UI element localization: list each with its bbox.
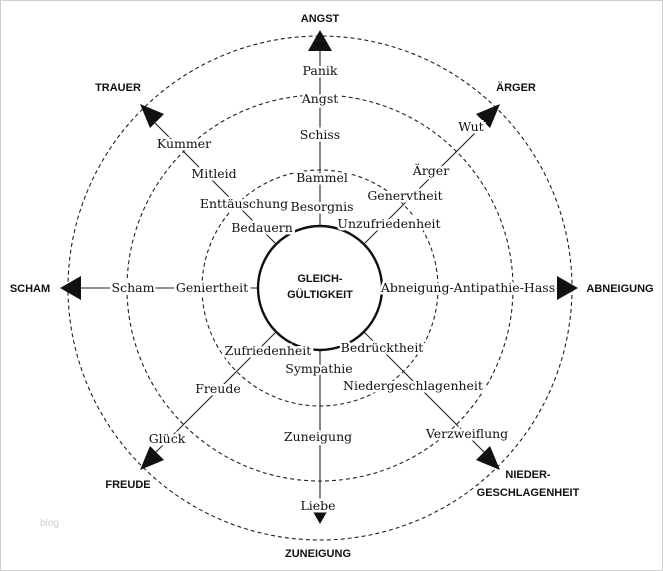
label-wut: Wut [458,119,483,134]
label-zuneigung: Zuneigung [284,429,352,444]
arrow-bottom-right [476,446,500,470]
arrow-top-left [140,104,164,128]
label-angst: Angst [301,91,339,106]
label-panik: Panik [303,63,338,78]
arrow-left [60,276,81,300]
label-enttaeuschung: Enttäuschung [200,196,288,211]
center-label-line1: GLEICH- [297,273,343,285]
label-sympathie: Sympathie [285,361,352,376]
label-schiss: Schiss [300,127,340,142]
watermark: blog [40,518,59,529]
spoke-bottom-left [151,331,277,457]
pole-label-nieder: NIEDER- [505,469,551,481]
pole-label-freude: FREUDE [105,479,150,491]
label-bedauern: Bedauern [231,220,293,235]
arrow-top-right [476,104,500,128]
pole-label-trauer: TRAUER [95,82,141,94]
arrow-top [308,30,332,51]
label-unzufriedenheit: Unzufriedenheit [337,216,440,231]
label-verzweiflung: Verzweiflung [425,426,508,441]
label-besorgnis: Besorgnis [291,199,354,214]
label-freude: Freude [195,381,241,396]
pole-label-abneigung: ABNEIGUNG [586,283,653,295]
label-aerger: Ärger [412,162,449,178]
label-liebe: Liebe [300,498,335,513]
spoke-bottom-right [363,331,489,457]
label-zufriedenheit: Zufriedenheit [225,343,312,358]
center-label-line2: GÜLTIGKEIT [287,288,353,301]
arrow-bottom [308,503,332,524]
center-circle [256,224,384,352]
label-kummer: Kummer [157,136,211,151]
arrow-right [557,276,578,300]
label-genervtheit: Genervtheit [367,188,442,203]
label-niedergeschlagenheit: Niedergeschlagenheit [343,378,483,393]
label-glueck: Glück [149,431,186,446]
pole-label-zuneigung: ZUNEIGUNG [285,548,351,560]
label-abneigung-antipathie-hass: Abneigung-Antipathie-Hass [380,280,555,295]
emotion-labels: Panik Angst Schiss Bammel Besorgnis Wut … [109,61,558,516]
pole-label-geschlagenheit: GESCHLAGENHEIT [477,487,580,499]
spoke-top-left [151,119,277,245]
arrow-bottom-left [140,446,164,470]
spoke-top-right [363,119,489,245]
label-mitleid: Mitleid [191,166,236,181]
label-bedruecktheit: Bedrücktheit [341,340,424,355]
label-geniertheit: Geniertheit [176,280,248,295]
label-bammel: Bammel [296,170,348,185]
pole-label-angst: ANGST [301,13,340,25]
label-scham: Scham [112,280,155,295]
pole-label-aerger: ÄRGER [496,81,536,94]
pole-label-scham: SCHAM [10,283,50,295]
